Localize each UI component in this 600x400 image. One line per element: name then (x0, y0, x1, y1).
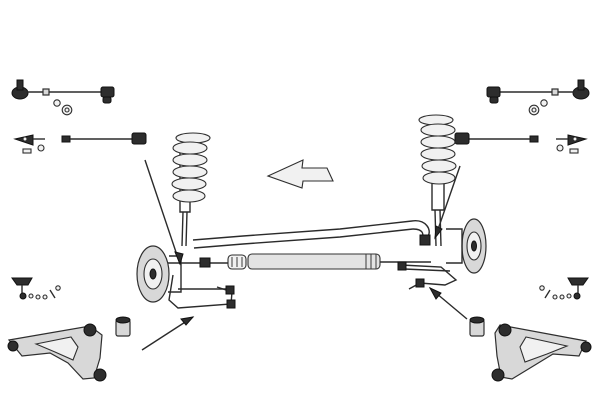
strut-left (171, 132, 211, 247)
control-arm-right (469, 316, 592, 382)
front-direction-arrow-icon (266, 159, 334, 189)
lower-arm-right-assembled (397, 261, 458, 290)
ball-joint-left (11, 277, 61, 300)
control-arm-left (7, 316, 131, 382)
tie-rod-top-left (13, 132, 147, 154)
tie-rod-end-top-left (11, 79, 115, 116)
lower-arm-left-assembled (168, 274, 236, 309)
steering-rack-assembly (160, 220, 431, 270)
hub-left (136, 245, 182, 303)
pointer-arrow-icon-bottom-left (141, 316, 195, 351)
tie-rod-end-top-right (486, 79, 590, 116)
tie-rod-top-right (454, 132, 588, 154)
pointer-arrow-icon-bottom-right (428, 286, 468, 320)
pointer-arrow-icon-top-right (434, 165, 461, 240)
pointer-arrow-icon-top-left (144, 159, 184, 266)
ball-joint-right (539, 277, 589, 300)
hub-right (446, 218, 487, 274)
